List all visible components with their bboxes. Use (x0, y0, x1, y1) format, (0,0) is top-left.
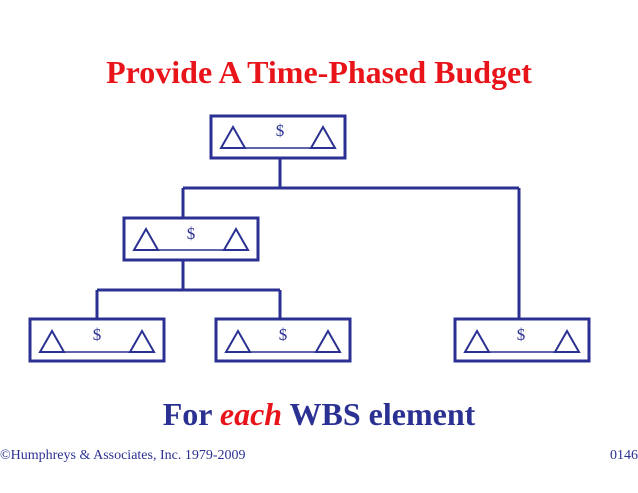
triangle-icon (128, 328, 156, 353)
triangle-icon (38, 328, 66, 353)
caption-prefix: For (162, 396, 212, 432)
triangle-icon (463, 328, 491, 353)
node-root-dollar-label: $ (276, 121, 285, 140)
copyright-notice: ©Humphreys & Associates, Inc. 1979-2009 (0, 448, 246, 463)
triangle-icon (132, 226, 160, 251)
triangle-icon (222, 226, 250, 251)
wbs-node-root (209, 114, 347, 160)
wbs-node-leaf-center (214, 317, 352, 363)
slide-number: 0146 (610, 448, 638, 463)
slide-title: Provide A Time-Phased Budget (106, 54, 532, 90)
wbs-node-leaf-left (28, 317, 166, 363)
node-leaf-center-dollar-label: $ (279, 325, 288, 344)
wbs-node-mid (122, 216, 260, 262)
triangle-icon (224, 328, 252, 353)
caption-suffix: WBS element (289, 396, 476, 432)
triangle-icon (553, 328, 581, 353)
node-mid-dollar-label: $ (187, 224, 196, 243)
triangle-icon (309, 124, 337, 149)
triangle-icon (314, 328, 342, 353)
slide-caption: For each WBS element (0, 398, 638, 430)
triangle-icon (219, 124, 247, 149)
node-leaf-left-dollar-label: $ (93, 325, 102, 344)
wbs-node-leaf-right (453, 317, 591, 363)
node-leaf-right-dollar-label: $ (517, 325, 526, 344)
caption-emphasis: each (219, 396, 283, 432)
